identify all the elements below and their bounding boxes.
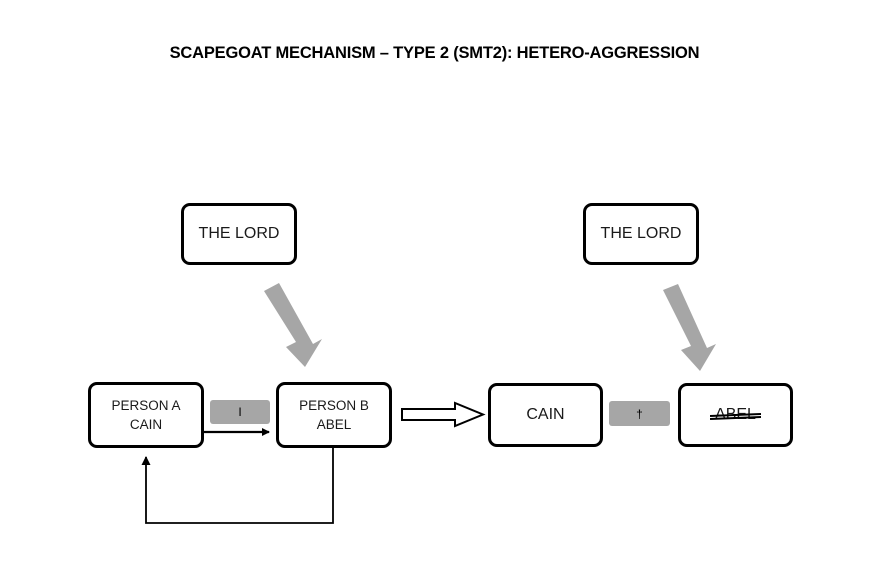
node-label: THE LORD [198, 225, 280, 242]
relation-tag-left-label: I [238, 405, 242, 419]
node-cain[interactable]: CAIN [488, 383, 603, 447]
node-label: PERSON A CAIN [111, 398, 181, 432]
gray-arrow-left [264, 283, 322, 367]
relation-tag-right-label: † [636, 406, 643, 421]
gray-arrow-right [663, 284, 716, 371]
node-the-lord-left[interactable]: THE LORD [181, 203, 297, 265]
node-person-b[interactable]: PERSON B ABEL [276, 382, 392, 448]
block-arrow-b-to-cain [401, 401, 486, 428]
node-label-struck: ABEL [715, 406, 756, 423]
node-person-a[interactable]: PERSON A CAIN [88, 382, 204, 448]
node-label: CAIN [526, 406, 565, 423]
feedback-loop [141, 448, 334, 524]
node-abel[interactable]: ABEL [678, 383, 793, 447]
relation-tag-left[interactable]: I [210, 400, 270, 424]
node-label: PERSON B ABEL [299, 398, 369, 432]
node-the-lord-right[interactable]: THE LORD [583, 203, 699, 265]
relation-tag-right[interactable]: † [609, 401, 670, 426]
page-title: SCAPEGOAT MECHANISM – TYPE 2 (SMT2): HET… [169, 44, 700, 62]
node-label: THE LORD [600, 225, 682, 242]
